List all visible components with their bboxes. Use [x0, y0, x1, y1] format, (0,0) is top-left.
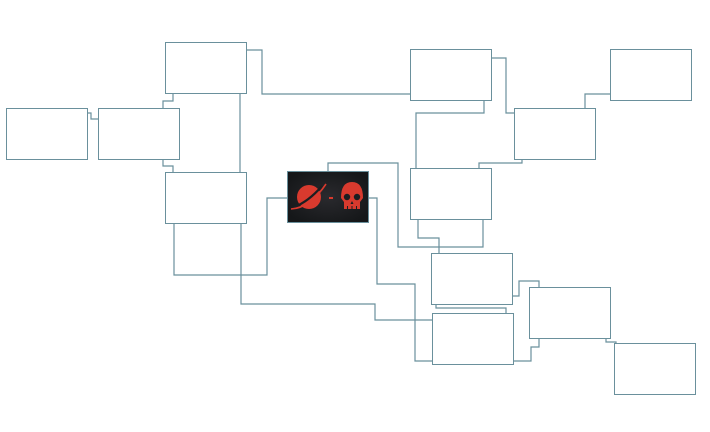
mindmap-node[interactable]: [610, 49, 692, 101]
mindmap-node[interactable]: [431, 253, 513, 305]
connector: [162, 93, 174, 108]
central-topic-graphic: [288, 172, 368, 222]
mindmap-node[interactable]: [529, 287, 611, 339]
connector: [246, 49, 410, 95]
mindmap-node[interactable]: [410, 49, 492, 101]
central-topic-image[interactable]: [287, 171, 369, 223]
mindmap-node[interactable]: [432, 313, 514, 365]
mindmap-node[interactable]: [614, 343, 696, 395]
mindmap-node[interactable]: [410, 168, 492, 220]
connector: [415, 100, 485, 168]
connector: [369, 197, 432, 362]
connector: [173, 197, 288, 276]
connector: [327, 162, 484, 248]
connector: [491, 57, 514, 114]
connector: [240, 223, 432, 321]
connector: [162, 159, 174, 172]
connector: [512, 280, 540, 297]
skull-icon: [341, 182, 363, 209]
mindmap-node[interactable]: [165, 172, 247, 224]
dash-icon: [329, 197, 333, 199]
mindmap-node[interactable]: [514, 108, 596, 160]
connector: [435, 304, 507, 313]
connector: [88, 112, 98, 120]
mindmap-node[interactable]: [6, 108, 88, 160]
mindmap-node[interactable]: [98, 108, 180, 160]
connector: [417, 219, 440, 254]
mindmap-node[interactable]: [165, 42, 247, 94]
connector: [478, 159, 523, 168]
connector: [584, 93, 611, 108]
planet-icon: [290, 183, 327, 210]
connector: [605, 338, 617, 343]
connector: [513, 338, 540, 362]
